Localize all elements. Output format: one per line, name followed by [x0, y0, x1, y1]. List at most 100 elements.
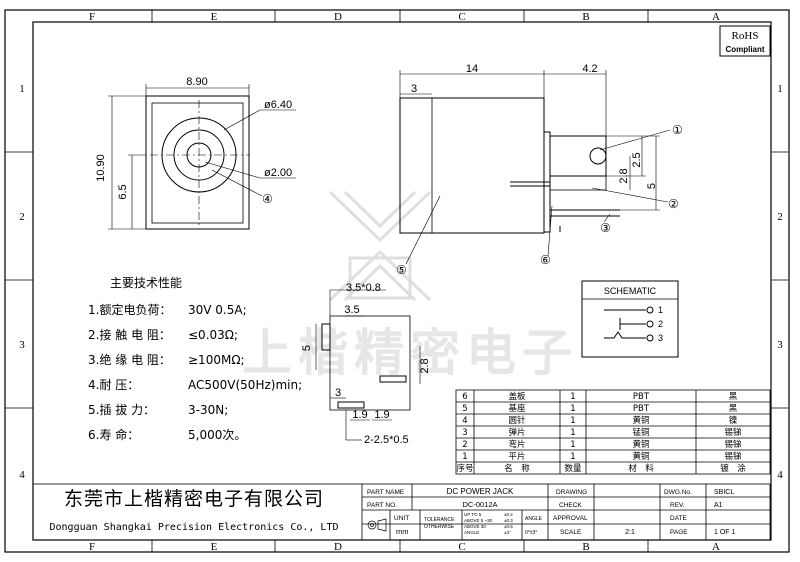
front-view — [108, 84, 296, 230]
side-front-dim: 4.2 — [582, 63, 597, 75]
dwg-no-label: DWG.No. — [664, 489, 692, 496]
footprint-outline — [329, 315, 411, 411]
side-barrel — [549, 135, 607, 177]
callout-5: ⑤ — [396, 263, 407, 277]
tol-value-1: ±0.2 — [504, 512, 513, 517]
side-dim-5: 5 — [646, 183, 658, 189]
tol-range-2: ABOVE 5 ~30 — [464, 518, 493, 523]
callout-3: ③ — [600, 221, 611, 235]
approval-label: APPROVAL — [553, 515, 588, 522]
part-no-value: DC-0012A — [462, 500, 497, 509]
callout-6: ⑥ — [540, 253, 551, 267]
zone-col-a-bottom: A — [712, 541, 720, 553]
scale-label: SCALE — [560, 529, 582, 536]
bom-qty-4: 1 — [570, 428, 575, 438]
zone-col-c-bottom: C — [458, 541, 465, 553]
unit-label: UNIT — [394, 515, 409, 522]
spec-label-3: 3.绝 缘 电 阻： — [88, 352, 171, 367]
zone-row-4-right: 4 — [777, 469, 783, 481]
front-width-dim: 8.90 — [186, 76, 207, 88]
tol-value-4: ±3° — [504, 530, 511, 535]
bom-qty-3: 1 — [570, 416, 575, 426]
watermark-logo — [328, 190, 432, 302]
bom-plating-2: 黑 — [729, 404, 738, 414]
footprint-right-dim: 2.8 — [419, 358, 431, 373]
projection-symbol-icon — [367, 518, 387, 532]
footprint-slot-right — [379, 375, 407, 383]
zone-col-a-top: A — [712, 11, 720, 23]
bom-qty-5: 1 — [570, 440, 575, 450]
footprint-slot-bottom — [337, 401, 365, 409]
bom-name-4: 弹片 — [508, 427, 525, 438]
outer-border — [4, 9, 790, 553]
zone-row-1-right: 1 — [777, 83, 783, 95]
front-height-dim: 10.90 — [95, 154, 107, 182]
zone-row-2-right: 2 — [777, 211, 783, 223]
zone-col-c-top: C — [458, 11, 465, 23]
bom-name-1: 盖板 — [508, 391, 526, 402]
angle-label: ANGLE — [525, 516, 543, 522]
spec-title: 主要技术性能 — [110, 276, 182, 290]
spec-value-4: AC500V(50Hz)min; — [188, 378, 302, 392]
tol-range-3: ABOVE 30 — [464, 524, 486, 529]
rohs-title: RoHS — [732, 30, 759, 42]
spec-value-5: 3-30N; — [188, 403, 228, 417]
side-flange-dim: 3 — [411, 83, 417, 95]
bom-plating-4: 锡锑 — [724, 427, 742, 438]
tol-value-2: ±0.3 — [504, 518, 513, 523]
spec-value-6: 5,000次。 — [188, 428, 246, 442]
front-pin-dim: ø2.00 — [264, 167, 292, 179]
tol-value-3: ±0.5 — [504, 524, 513, 529]
zone-row-1-left: 1 — [19, 83, 25, 95]
footprint-view — [315, 289, 421, 441]
bom-name-5: 弯片 — [508, 439, 525, 450]
callout-1: ① — [672, 123, 683, 137]
part-no-label: PART NO. — [367, 502, 397, 509]
bom-qty-2: 1 — [570, 404, 575, 414]
zone-row-3-left: 3 — [19, 339, 25, 351]
side-length-dim: 14 — [466, 63, 478, 75]
rev-label: REV. — [670, 502, 685, 509]
otherwise-label: OTHERWISE — [424, 524, 455, 530]
page-value: 1 OF 1 — [714, 529, 736, 536]
bom-header-plating: 镀 涂 — [720, 463, 746, 474]
spec-label-1: 1.额定电负荷： — [88, 302, 171, 317]
front-center-height-dim: 6.5 — [117, 184, 129, 199]
watermark-text: 上楷精密电子 — [242, 324, 578, 382]
page-label: PAGE — [670, 529, 688, 536]
spec-label-4: 4.耐 压： — [88, 378, 139, 392]
side-dim-28: 2.8 — [618, 168, 630, 183]
zone-row-3-right: 3 — [777, 339, 783, 351]
company-name-en: Dongguan Shangkai Precision Electronics … — [50, 522, 339, 533]
schematic-pin-1: 1 — [658, 305, 663, 315]
zone-col-b-bottom: B — [582, 541, 589, 553]
footprint-bottom-dim-b: 1.9 — [374, 409, 389, 421]
schematic-pin-3: 3 — [658, 333, 663, 343]
unit-value: mm — [396, 527, 409, 536]
bom-name-2: 基座 — [508, 403, 526, 414]
bom-table: 6 盖板 1 PBT 黑 5 基座 1 PBT 黑 4 圆针 1 黄铜 镍 3 … — [455, 389, 771, 475]
zone-col-d-bottom: D — [334, 541, 342, 553]
bom-no-4: 3 — [462, 428, 467, 438]
zone-row-4-left: 4 — [19, 469, 25, 481]
bom-qty-1: 1 — [570, 392, 575, 402]
spec-value-2: ≤0.03Ω; — [188, 328, 238, 342]
schematic-title: SCHEMATIC — [604, 286, 657, 296]
footprint-slot-left — [321, 323, 331, 351]
footprint-top-dim: 3.5*0.8 — [346, 282, 381, 294]
zone-col-d-top: D — [334, 11, 342, 23]
tol-range-4: ANGLE — [464, 530, 479, 535]
check-label: CHECK — [559, 502, 582, 509]
bom-material-6: 黄铜 — [632, 451, 649, 462]
schematic-box: SCHEMATIC 1 2 3 — [581, 280, 679, 358]
spec-label-2: 2.接 触 电 阻： — [88, 327, 171, 342]
zone-row-2-left: 2 — [19, 211, 25, 223]
bom-qty-6: 1 — [570, 452, 575, 462]
company-name-cn: 东莞市上楷精密电子有限公司 — [64, 488, 324, 510]
tol-range-1: UP TO 5 — [464, 512, 482, 517]
schematic-symbol — [604, 306, 654, 342]
title-block: 东莞市上楷精密电子有限公司 Dongguan Shangkai Precisio… — [32, 483, 771, 541]
bom-material-5: 黄铜 — [632, 439, 649, 450]
footprint-slot-dim: 2-2.5*0.5 — [364, 434, 409, 446]
spec-block: 主要技术性能 1.额定电负荷： 30V 0.5A; 2.接 触 电 阻： ≤0.… — [88, 276, 302, 442]
